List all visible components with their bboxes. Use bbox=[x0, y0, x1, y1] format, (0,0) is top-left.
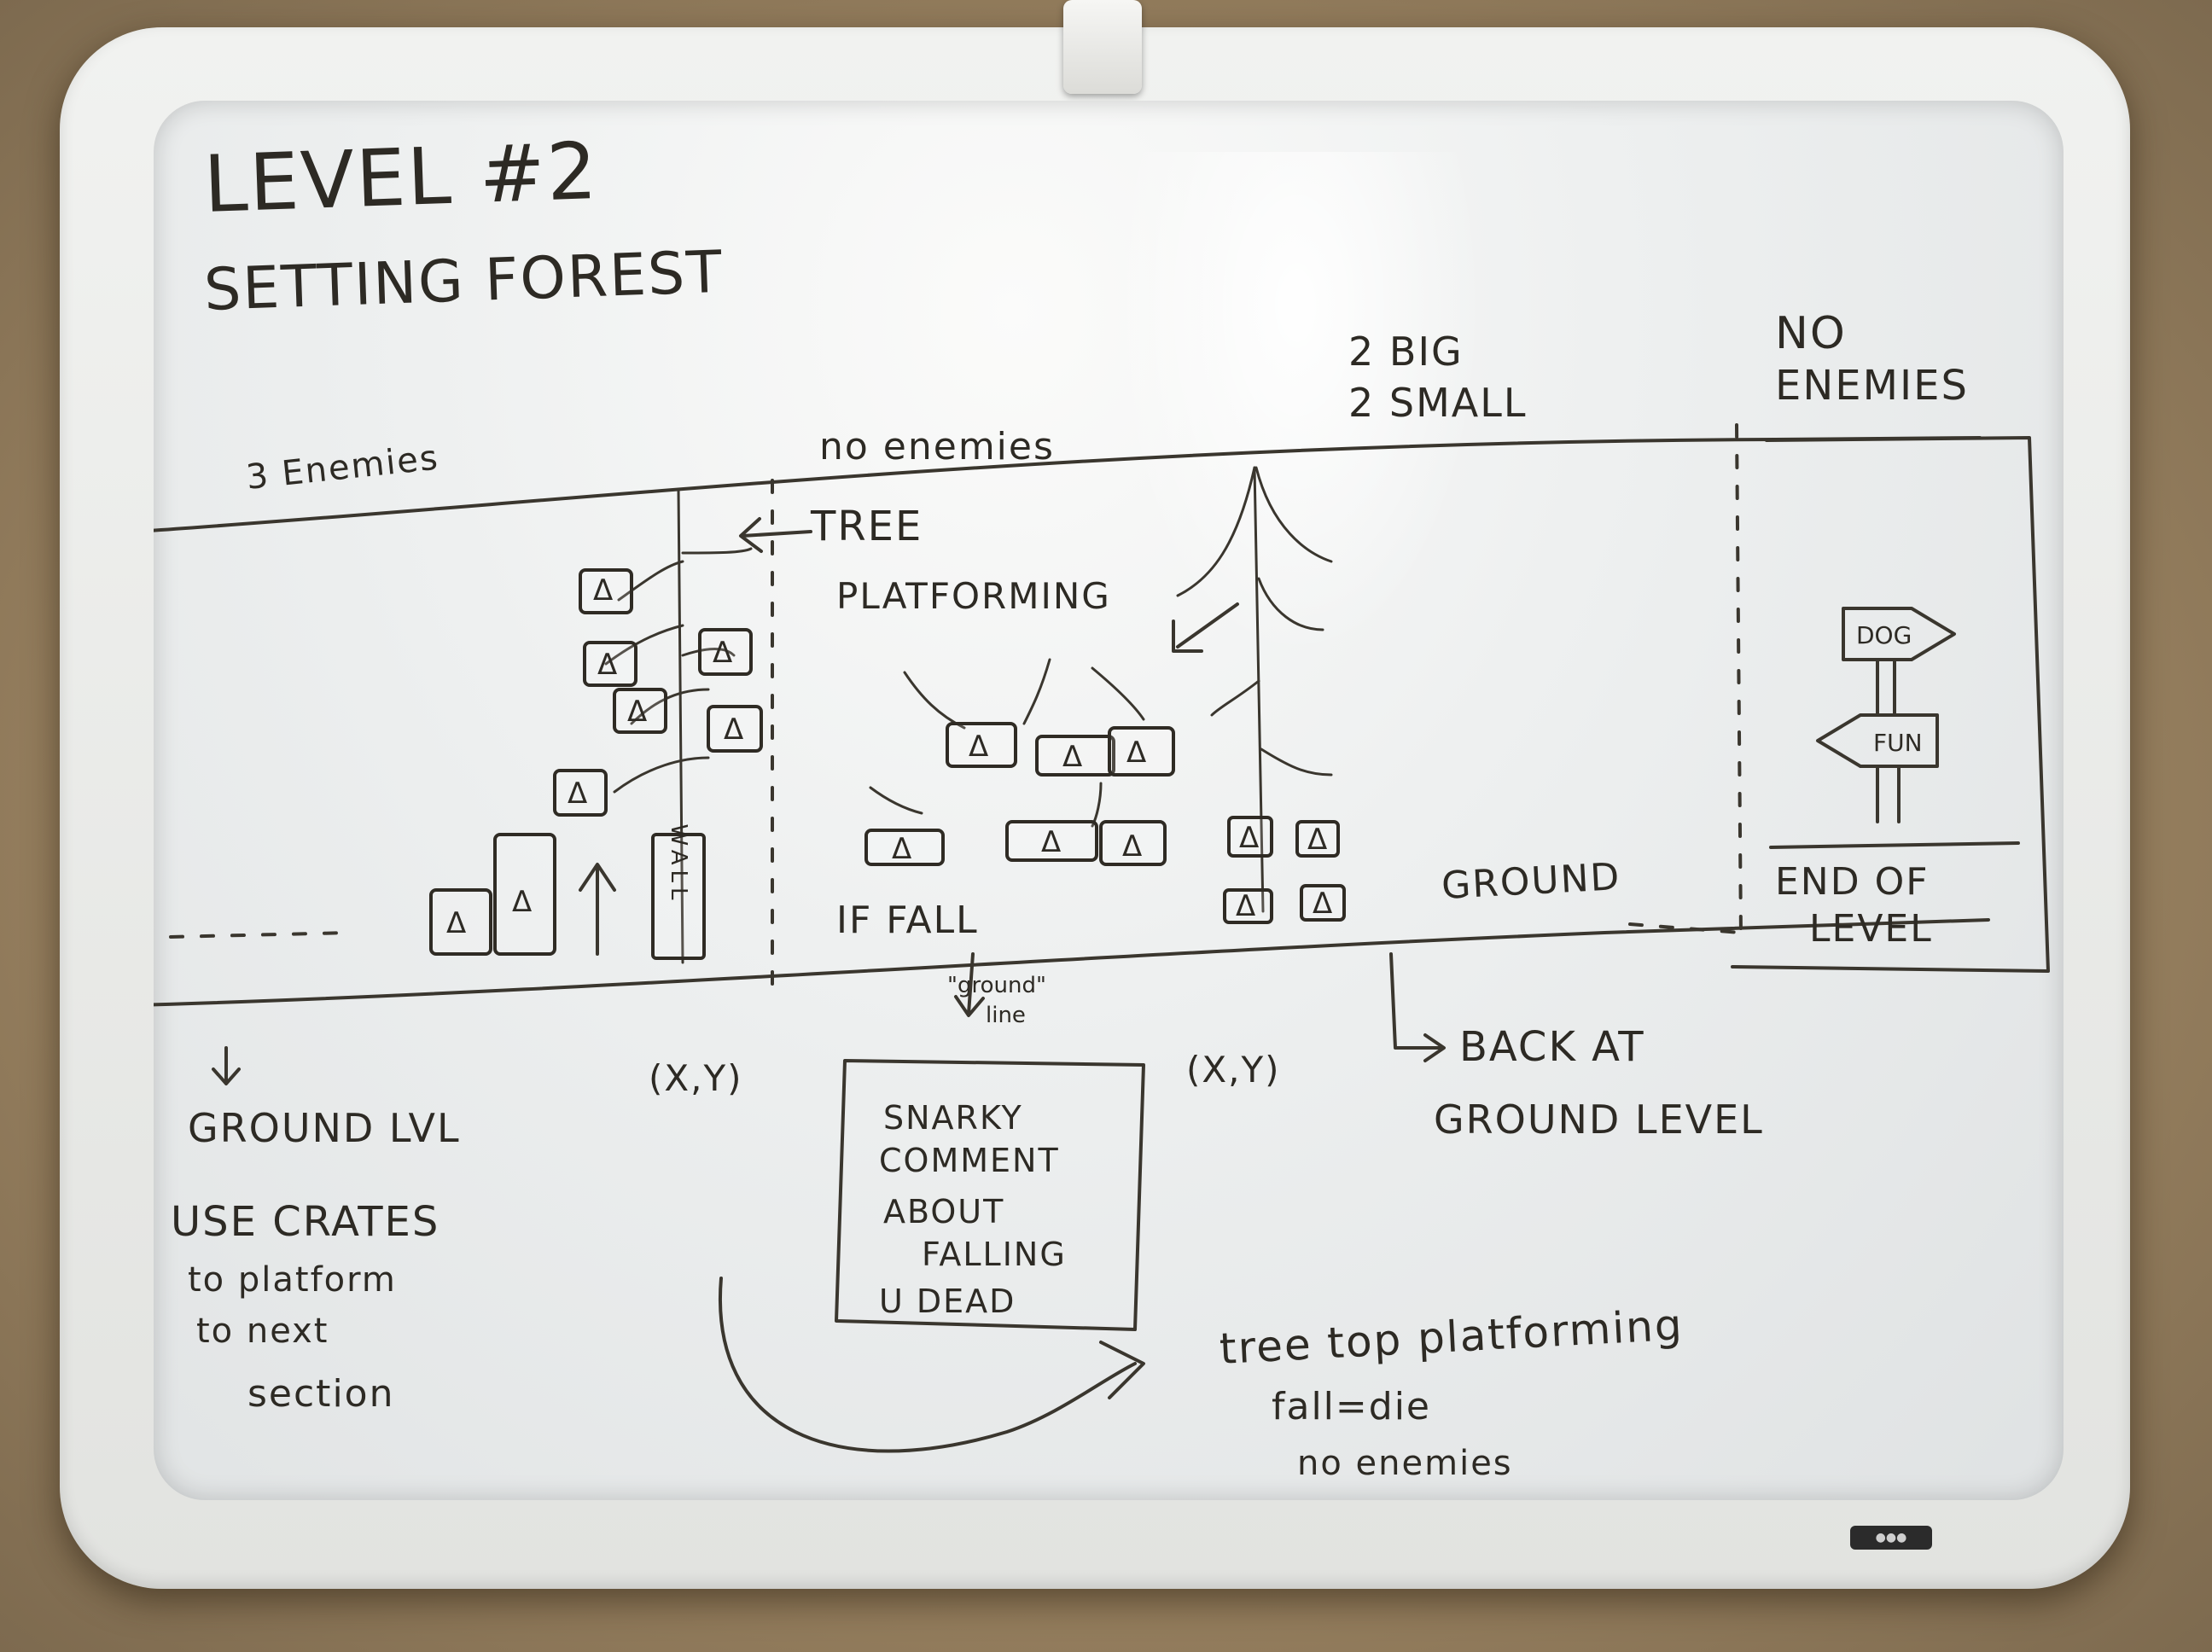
end-of-level-1: END OF bbox=[1775, 860, 1930, 904]
right-tree-trunk bbox=[1253, 466, 1265, 913]
crate-symbols: Δ Δ Δ Δ Δ Δ Δ Δ Δ Δ Δ Δ Δ Δ Δ Δ Δ Δ bbox=[446, 573, 1332, 940]
up-arrow bbox=[579, 863, 616, 956]
right-tree-canopy bbox=[1254, 466, 1333, 563]
left-tree-branch bbox=[630, 688, 710, 725]
left-crate-stack bbox=[553, 568, 763, 817]
snarky-line-4: FALLING bbox=[922, 1236, 1067, 1273]
svg-text:Δ: Δ bbox=[1239, 821, 1259, 855]
divider-right bbox=[1735, 423, 1743, 939]
svg-text:Δ: Δ bbox=[627, 695, 647, 729]
use-crates-1: USE CRATES bbox=[171, 1198, 439, 1246]
back-at-2: GROUND LEVEL bbox=[1434, 1096, 1764, 1143]
ground-label: GROUND bbox=[1441, 855, 1622, 908]
treetop-line-2: fall=die bbox=[1272, 1385, 1431, 1428]
left-tree-branch bbox=[617, 560, 684, 602]
treetop-line-1: tree top platforming bbox=[1219, 1300, 1685, 1374]
left-tree-branch bbox=[681, 648, 736, 657]
note-no-enemies-end-2: ENEMIES bbox=[1775, 362, 1969, 410]
note-no-enemies-tree: no enemies bbox=[819, 425, 1055, 468]
svg-text:Δ: Δ bbox=[1062, 740, 1082, 774]
arrow-to-right-tree bbox=[1172, 602, 1239, 653]
board-title: LEVEL #2 bbox=[202, 125, 600, 230]
svg-text:Δ: Δ bbox=[724, 713, 743, 747]
sign-top-label: DOG bbox=[1856, 621, 1912, 649]
svg-text:Δ: Δ bbox=[969, 730, 988, 764]
xy-right: (X,Y) bbox=[1186, 1049, 1281, 1091]
svg-text:Δ: Δ bbox=[597, 648, 617, 682]
right-tree-canopy bbox=[1260, 747, 1333, 777]
ground-lvl-arrow bbox=[212, 1046, 241, 1085]
if-fall-label: IF FALL bbox=[836, 899, 979, 942]
svg-text:Δ: Δ bbox=[568, 777, 587, 811]
fall-arrow bbox=[954, 952, 985, 1017]
back-at-1: BACK AT bbox=[1459, 1023, 1645, 1071]
svg-text:Δ: Δ bbox=[593, 573, 613, 608]
ground-lvl-label: GROUND LVL bbox=[188, 1105, 461, 1151]
svg-text:Δ: Δ bbox=[446, 906, 466, 940]
right-tree-canopy bbox=[1257, 577, 1324, 631]
end-sign bbox=[1816, 607, 1956, 823]
right-tree-canopy bbox=[1210, 679, 1260, 717]
wall-label: WALL bbox=[666, 823, 691, 905]
end-area-box bbox=[1731, 436, 2050, 973]
arrow-to-left-tree bbox=[739, 517, 812, 553]
board-setting: SETTING FOREST bbox=[203, 239, 725, 324]
use-crates-4: section bbox=[247, 1372, 394, 1416]
whiteboard-surface: LEVEL #2 SETTING FOREST 3 Enemies no ene… bbox=[154, 101, 2064, 1500]
top-boundary-line bbox=[154, 436, 1982, 532]
treetop-line-3: no enemies bbox=[1297, 1444, 1513, 1483]
svg-text:Δ: Δ bbox=[1307, 823, 1327, 857]
snarky-line-2: COMMENT bbox=[879, 1142, 1060, 1179]
left-tree-trunk bbox=[677, 487, 684, 964]
left-tree-branch bbox=[604, 624, 684, 666]
use-crates-2: to platform bbox=[188, 1260, 397, 1300]
svg-text:Δ: Δ bbox=[1126, 736, 1146, 770]
xy-left: (X,Y) bbox=[649, 1057, 743, 1099]
note-three-enemies: 3 Enemies bbox=[244, 438, 441, 497]
note-no-enemies-end-1: NO bbox=[1775, 308, 1847, 359]
end-area-underline bbox=[1769, 841, 2020, 849]
board-brand-label: ●●● bbox=[1850, 1526, 1932, 1550]
treetop-arrow bbox=[718, 1277, 1145, 1453]
snarky-line-3: ABOUT bbox=[883, 1193, 1004, 1230]
marker-clip bbox=[1063, 0, 1142, 94]
svg-text:Δ: Δ bbox=[1041, 825, 1061, 859]
note-two-big: 2 BIG bbox=[1348, 329, 1464, 375]
tree-platform-crates bbox=[864, 658, 1175, 866]
ground-dash-right bbox=[1628, 922, 1743, 934]
wall-block bbox=[651, 833, 706, 960]
snarky-box bbox=[835, 1059, 1145, 1331]
svg-text:Δ: Δ bbox=[1122, 829, 1142, 864]
note-two-small: 2 SMALL bbox=[1348, 380, 1528, 426]
level-sketch: LEVEL #2 SETTING FOREST 3 Enemies no ene… bbox=[154, 125, 2050, 1483]
left-tree-branch bbox=[613, 756, 710, 794]
svg-text:Δ: Δ bbox=[892, 832, 911, 866]
right-tree-crates bbox=[1223, 816, 1346, 924]
snarky-line-1: SNARKY bbox=[883, 1099, 1023, 1137]
tree-platforming-label-2: PLATFORMING bbox=[836, 575, 1111, 617]
tree-platforming-label-1: TREE bbox=[810, 503, 923, 550]
use-crates-3: to next bbox=[196, 1312, 329, 1351]
right-tree-canopy bbox=[1176, 466, 1256, 597]
svg-text:Δ: Δ bbox=[713, 636, 732, 670]
ground-line-label-2: line bbox=[986, 1003, 1026, 1028]
ground-line bbox=[154, 918, 1990, 1007]
end-of-level-2: LEVEL bbox=[1809, 907, 1933, 951]
sign-bottom-label: FUN bbox=[1873, 729, 1923, 757]
ground-line-label-1: "ground" bbox=[947, 973, 1046, 998]
svg-text:Δ: Δ bbox=[512, 885, 532, 919]
ground-crates bbox=[429, 833, 556, 956]
svg-text:Δ: Δ bbox=[1313, 887, 1332, 921]
back-arrow bbox=[1389, 952, 1446, 1062]
ground-dash-left bbox=[169, 931, 352, 939]
left-tree-branch bbox=[681, 547, 753, 555]
snarky-line-5: U DEAD bbox=[879, 1283, 1016, 1320]
svg-text:Δ: Δ bbox=[1236, 889, 1255, 923]
